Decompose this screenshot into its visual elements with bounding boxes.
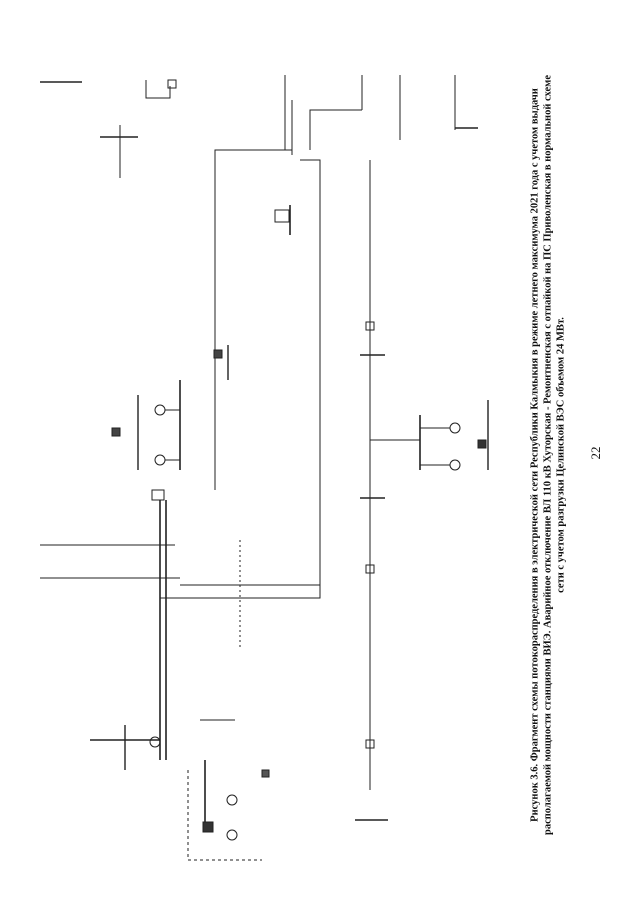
caption-line-3: сети с учетом разгрузки Целинской ВЭС об… (555, 317, 567, 593)
switch-center-1 (274, 209, 290, 223)
switch-substation-a (111, 427, 121, 437)
transformer-a1 (154, 404, 166, 416)
switch-center-3 (151, 489, 165, 501)
caption-line-2: располагаемой мощности станциями ВИЭ. Ав… (542, 75, 554, 835)
page-number-text: 22 (588, 446, 603, 460)
transformer-c2 (449, 459, 461, 471)
switch-left-lower (202, 821, 214, 833)
transformer-a2 (154, 454, 166, 466)
switch-center-2 (213, 349, 223, 359)
switch-left-lower-2 (261, 769, 270, 778)
route-middle (160, 159, 321, 599)
dashed-box-left (187, 770, 262, 861)
transformer-b1 (149, 736, 161, 748)
switch-right-2 (477, 439, 487, 449)
switch-right-1 (365, 321, 375, 331)
line-top-corner (309, 109, 362, 150)
transformer-b3 (226, 829, 238, 841)
route-upper (214, 149, 292, 490)
caption-line-1: Рисунок 3.6. Фрагмент схемы потокораспре… (529, 88, 541, 822)
switch-right-4 (365, 739, 375, 749)
switch-top (167, 79, 177, 89)
feeder-top-box (145, 80, 171, 99)
transformer-b2 (226, 794, 238, 806)
transformer-c1 (449, 422, 461, 434)
switch-right-3 (365, 564, 375, 574)
